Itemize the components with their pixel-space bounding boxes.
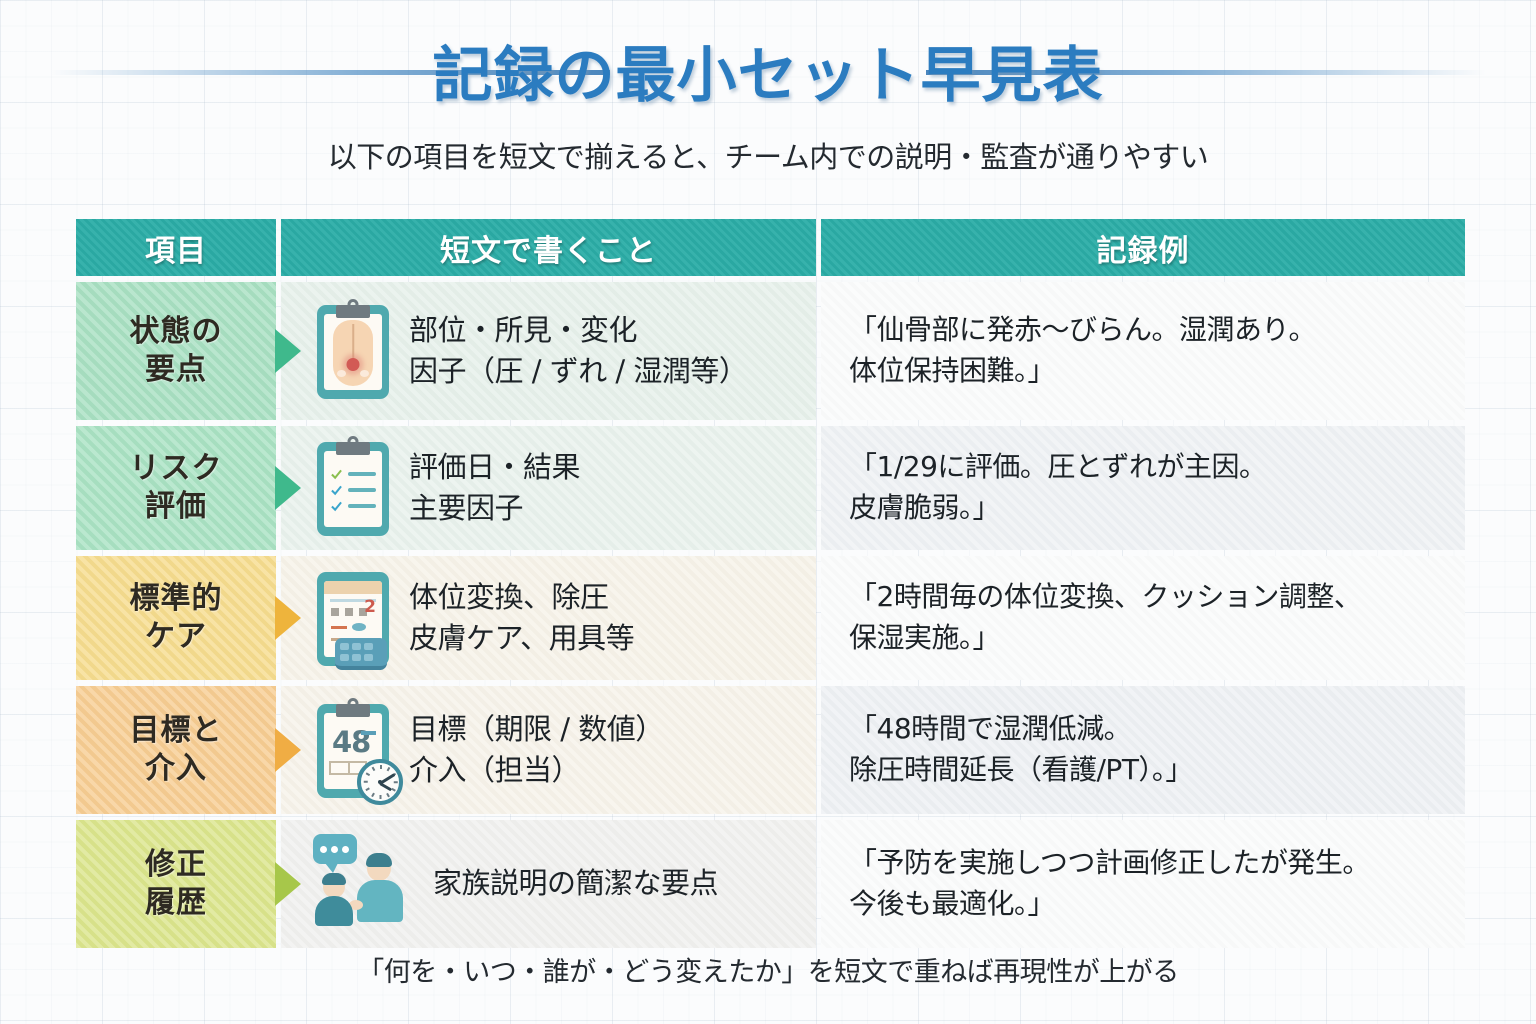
row-write-cell: 家族説明の簡潔な要点 [281,820,816,948]
row-label-cell: 目標と 介入 [76,686,301,814]
row-example-cell: 「予防を実施しつつ計画修正したが発生。 今後も最適化。」 [821,820,1465,948]
row-write-cell: 2 体 [281,556,816,680]
footer-note: 「何を・いつ・誰が・どう変えたか」を短文で重ねば再現性が上がる [357,957,1179,988]
row-write-cell: 部位・所見・変化 因子（圧 / ずれ / 湿潤等） [281,282,816,420]
example-line1: 「2時間毎の体位変換、クッション調整、 [849,580,1362,614]
row-write-text: 家族説明の簡潔な要点 [433,863,719,904]
column-header-what-to-write: 短文で書くこと [281,219,816,276]
row-arrow-icon [275,596,301,640]
row-write-text: 部位・所見・変化 因子（圧 / ずれ / 湿潤等） [409,310,748,392]
clipboard-body-illustration-icon [305,297,401,405]
row-label-line1: 修正 [145,846,207,882]
title-rule-right [926,70,1486,75]
example-line2: 体位保持困難。」 [849,354,1056,387]
write-line1: 部位・所見・変化 [409,312,638,347]
row-arrow-icon [275,466,301,510]
table-header-row: 項目 短文で書くこと 記録例 [76,219,1465,276]
example-line2: 除圧時間延長（看護/PT）。」 [849,753,1193,786]
row-label-line1: 標準的 [129,580,223,616]
table-row: 状態の 要点 [76,282,1465,420]
row-label-line1: 目標と [129,712,223,748]
column-header-item: 項目 [76,219,276,276]
row-write-text: 体位変換、除圧 皮膚ケア、用具等 [409,577,635,659]
example-line2: 保湿実施。」 [849,621,1001,654]
column-header-example: 記録例 [821,219,1465,276]
row-label-line2: 要点 [145,352,207,387]
row-label-cell: リスク 評価 [76,426,301,550]
row-label-line2: ケア [145,619,207,654]
row-label-text: 状態の 要点 [130,313,223,390]
row-example-cell: 「48時間で湿潤低減。 除圧時間延長（看護/PT）。」 [821,686,1465,814]
example-line2: 皮膚脆弱。」 [849,491,1001,524]
check-icon [331,501,342,512]
table-row: 標準的 ケア 2 [76,556,1465,680]
write-line2: 主要因子 [409,491,524,525]
row-arrow-icon [275,728,301,772]
row-write-text: 評価日・結果 主要因子 [409,447,581,529]
title-banner: 記録の最小セット早見表 [0,26,1536,114]
row-label-cell: 修正 履歴 [76,820,301,948]
two-people-conversation-icon [305,830,425,938]
write-line2: 因子（圧 / ずれ / 湿潤等） [409,354,748,388]
row-label-line2: 履歴 [145,885,207,920]
row-write-cell: 評価日・結果 主要因子 [281,426,816,550]
row-label-line2: 評価 [145,489,207,524]
check-icon [331,469,342,480]
clipboard-checklist-icon [305,434,401,542]
row-label-text: 目標と 介入 [130,712,223,789]
row-arrow-icon [275,862,301,906]
row-label-cell: 標準的 ケア [76,556,301,680]
table-row: 修正 履歴 [76,820,1465,948]
row-example-cell: 「1/29に評価。圧とずれが主因。 皮膚脆弱。」 [821,426,1465,550]
row-label-line2: 介入 [145,751,207,786]
row-example-cell: 「仙骨部に発赤〜びらん。湿潤あり。 体位保持困難。」 [821,282,1465,420]
table-row: 目標と 介入 48 [76,686,1465,814]
page-subtitle: 以下の項目を短文で揃えると、チーム内での説明・監査が通りやすい [327,140,1209,174]
write-line1: 家族説明の簡潔な要点 [433,866,719,901]
table-row: リスク 評価 [76,426,1465,550]
write-line1: 評価日・結果 [409,449,581,484]
calendar-device-icon: 2 [305,564,401,672]
row-example-cell: 「2時間毎の体位変換、クッション調整、 保湿実施。」 [821,556,1465,680]
row-label-text: 修正 履歴 [145,846,207,923]
quick-reference-table: 項目 短文で書くこと 記録例 状態の 要点 [76,219,1465,948]
example-line1: 「予防を実施しつつ計画修正したが発生。 [849,846,1370,880]
row-label-line1: リスク [129,450,223,486]
write-line2: 皮膚ケア、用具等 [409,621,635,655]
row-write-text: 目標（期限 / 数値） 介入（担当） [409,709,664,791]
example-line1: 「1/29に評価。圧とずれが主因。 [849,450,1267,484]
clock-icon [357,759,403,805]
write-line2: 介入（担当） [409,753,581,787]
row-label-line1: 状態の [129,313,223,349]
write-line1: 目標（期限 / 数値） [409,711,664,746]
row-label-text: リスク 評価 [130,450,223,527]
example-line1: 「48時間で湿潤低減。 [849,712,1132,746]
row-label-cell: 状態の 要点 [76,282,301,420]
example-line1: 「仙骨部に発赤〜びらん。湿潤あり。 [849,313,1316,347]
row-label-text: 標準的 ケア [130,580,223,657]
title-rule-left [50,70,610,75]
example-line2: 今後も最適化。」 [849,887,1056,920]
page-title: 記録の最小セット早見表 [432,40,1104,111]
row-write-cell: 48 [281,686,816,814]
clipboard-48-clock-icon: 48 [305,696,403,805]
speech-bubble-icon [313,834,357,873]
row-arrow-icon [275,329,301,373]
write-line1: 体位変換、除圧 [409,579,609,614]
check-icon [331,485,342,496]
